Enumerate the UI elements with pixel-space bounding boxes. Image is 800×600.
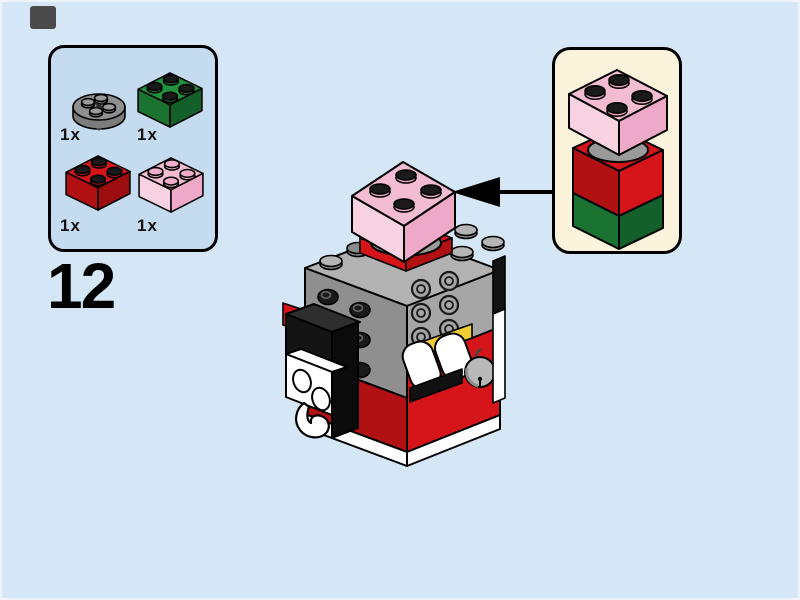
part-qty-label: 1x xyxy=(137,125,158,144)
right-arm-sleeve xyxy=(492,255,506,315)
subassembly-stack xyxy=(568,69,668,250)
cuff-stud xyxy=(292,368,312,394)
beard-white-tiles xyxy=(401,332,474,391)
part-qty-label: 1x xyxy=(137,216,158,235)
hook-hand xyxy=(294,401,330,439)
arrowhead xyxy=(452,177,500,207)
mouth-black-bar xyxy=(409,368,463,403)
cuff-stud xyxy=(311,386,331,412)
stack-pink-brick xyxy=(568,69,668,156)
part-qty-label: 1x xyxy=(60,216,81,235)
right-arm-cuff xyxy=(492,308,506,404)
model-top-assembly xyxy=(351,161,456,272)
step-number: 12 xyxy=(47,250,116,322)
brick-green-icon xyxy=(137,72,203,128)
part-qty-label: 1x xyxy=(60,125,81,144)
round-plate-gray-icon xyxy=(72,93,126,131)
brick-pink-icon xyxy=(138,157,204,213)
model-left-arm xyxy=(282,302,361,439)
subassembly-callout-box xyxy=(552,47,682,254)
parts-callout-box: 1x 1x xyxy=(48,45,218,252)
base-plate xyxy=(406,414,501,467)
page-marker xyxy=(30,6,56,29)
brick-red-icon xyxy=(65,155,131,211)
bell xyxy=(464,347,496,388)
callout-arrow xyxy=(452,177,553,207)
stack-green-brick xyxy=(572,192,664,250)
